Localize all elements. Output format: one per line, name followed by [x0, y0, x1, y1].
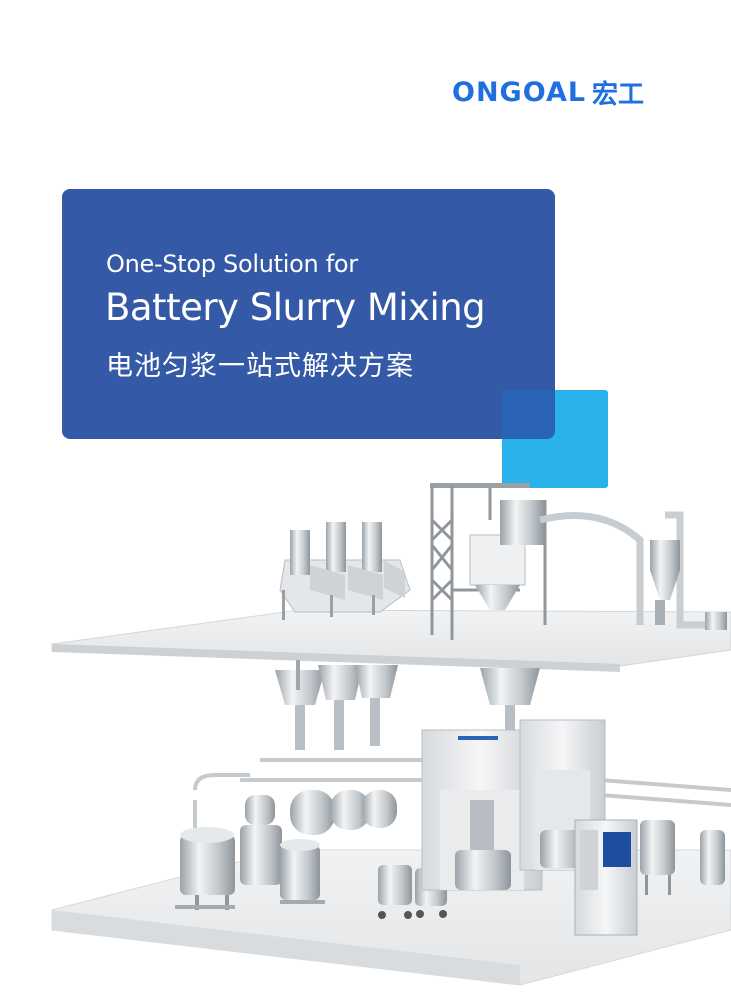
- cover-title: Battery Slurry Mixing: [105, 286, 486, 329]
- brand-name-en: ONGOAL: [452, 76, 587, 108]
- bag-dump-units: [469, 500, 545, 610]
- brand-name-cn: 宏工: [592, 79, 645, 110]
- cover-title-cn: 电池匀浆一站式解决方案: [106, 351, 414, 382]
- factory-illustration: [51, 483, 731, 986]
- storage-tanks: [175, 790, 397, 910]
- cyclone-piping: [539, 511, 727, 630]
- title-panel: [62, 189, 555, 439]
- accent-overlap: [502, 390, 555, 439]
- cover-subtitle: One-Stop Solution for: [106, 250, 358, 278]
- control-cabinet: [574, 819, 638, 936]
- planetary-mixers: [421, 719, 606, 891]
- hopper-stations: [279, 522, 411, 620]
- upper-floor: [51, 609, 731, 672]
- brand-logo: ONGOAL 宏工: [452, 72, 644, 112]
- right-tanks: [640, 820, 725, 895]
- feed-hoppers: [275, 660, 540, 750]
